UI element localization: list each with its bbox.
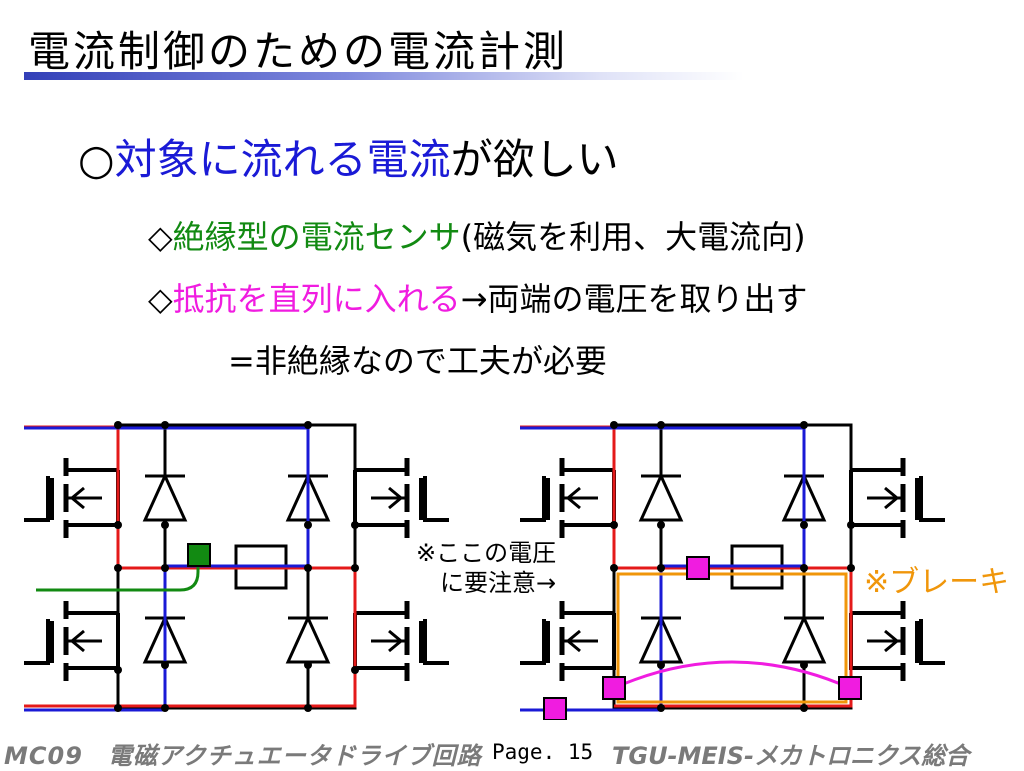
current-path-blue <box>520 426 806 712</box>
bullet-highlight: 対象に流れる電流 <box>114 135 451 184</box>
bullet-rest: →両端の電圧を取り出す <box>460 280 808 318</box>
shunt-resistor-icon <box>602 676 626 700</box>
bullet-non-isolated-note: =非絶縁なので工夫が必要 <box>228 342 607 380</box>
bullet-diamond-mark: ◇ <box>148 280 173 318</box>
sensor-lead <box>36 556 200 592</box>
brake-note: ※ブレーキ <box>864 565 1010 600</box>
diode-d4-icon <box>782 606 826 669</box>
bullet-highlight: 抵抗を直列に入れる <box>172 280 461 318</box>
bullet-highlight: 絶縁型の電流センサ <box>172 218 461 256</box>
brake-current-loop <box>616 572 848 704</box>
diode-d4-icon <box>286 606 330 669</box>
mosfet-q3-icon <box>24 601 118 681</box>
voltage-warning-line1: ※ここの電圧 <box>416 539 557 567</box>
bullet-rest: (磁気を利用、大電流向) <box>460 218 806 256</box>
title-underline <box>24 72 744 80</box>
left-junction-dots <box>114 421 359 712</box>
mosfet-q2-icon <box>355 458 449 538</box>
bullet-rest: が欲しい <box>450 135 619 184</box>
bullet-circle-mark: ○ <box>78 135 115 184</box>
mosfet-q4-icon <box>851 601 945 681</box>
left-h-bridge <box>24 421 449 712</box>
mosfet-q3-icon <box>520 601 614 681</box>
mosfet-q1-icon <box>520 458 614 538</box>
shunt-resistor-icon <box>686 556 710 580</box>
bullet-current-target: ○対象に流れる電流が欲しい <box>78 126 619 187</box>
bullet-isolated-sensor: ◇絶縁型の電流センサ(磁気を利用、大電流向) <box>148 212 806 258</box>
shunt-resistor-icon <box>543 697 567 720</box>
voltage-warning-line2: に要注意→ <box>440 569 557 597</box>
bullet-series-resistor: ◇抵抗を直列に入れる→両端の電圧を取り出す <box>148 274 807 320</box>
shunt-sense-lead <box>613 660 851 690</box>
mosfet-q4-icon <box>355 601 449 681</box>
diode-d1-icon <box>143 464 187 527</box>
page-title: 電流制御のための電流計測 <box>28 27 569 76</box>
mosfet-q2-icon <box>851 458 945 538</box>
h-bridge-diagrams <box>0 421 1024 720</box>
footer-organization: TGU-MEIS-メカトロニクス総合 <box>612 742 970 770</box>
shunt-resistor-icon <box>838 676 862 700</box>
diode-d1-icon <box>639 464 683 527</box>
right-h-bridge <box>520 421 945 720</box>
voltage-warning-note: ※ここの電圧 に要注意→ <box>416 538 556 598</box>
current-path-blue <box>24 426 310 712</box>
mosfet-q1-icon <box>24 458 118 538</box>
current-sensor-icon <box>187 543 211 567</box>
bullet-diamond-mark: ◇ <box>148 218 173 256</box>
right-junction-dots <box>610 421 855 712</box>
footer-page-number: Page. 15 <box>492 740 594 764</box>
footer-course-title: MC09 電磁アクチュエータドライブ回路 <box>4 742 482 770</box>
current-path-red-return <box>24 566 357 708</box>
